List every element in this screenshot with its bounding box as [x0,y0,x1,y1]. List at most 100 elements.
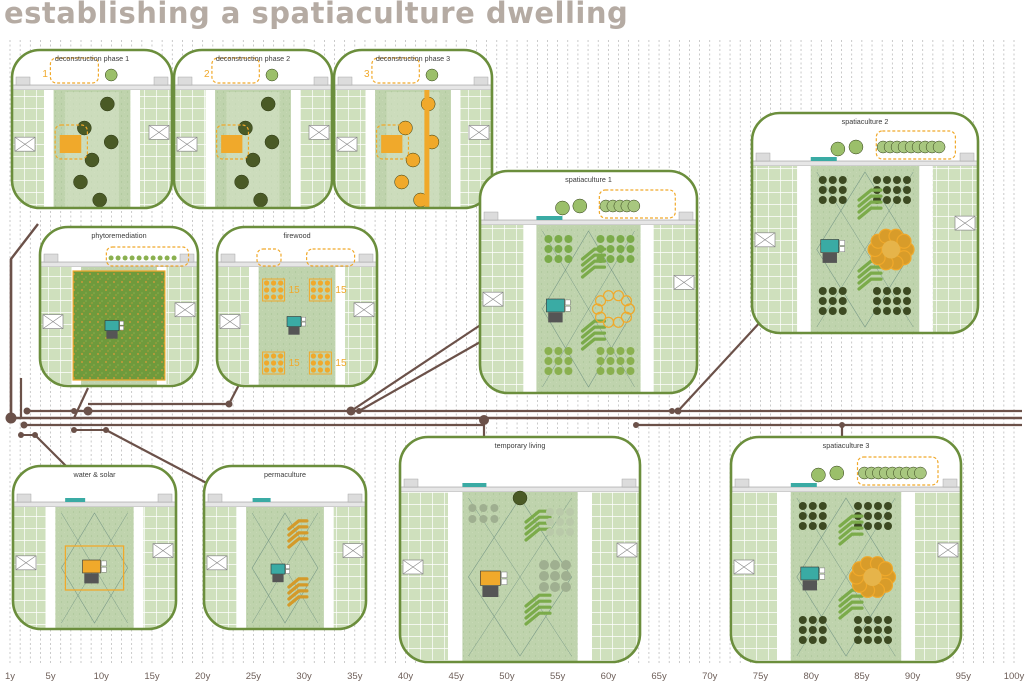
neighbor-house-icon [176,136,198,152]
crop-icon [490,504,499,512]
year-label: 90y [905,671,921,682]
highlight-box [54,124,88,160]
neighbor-house-icon [754,232,776,248]
crop-row-icon [838,594,864,608]
crop-icon [828,297,837,305]
crop-icon [278,360,284,366]
orchard-tree-icon [602,316,615,328]
crop-icon [616,245,625,253]
neighbor-house-icon [353,302,375,318]
phase-label: spatiaculture 2 [842,117,889,126]
firewood-label: 15 [335,285,347,296]
crop-icon [903,186,911,194]
crop-icon [616,347,625,355]
crop-icon [838,297,847,305]
crop-icon [838,287,847,295]
crop-icon [873,176,881,184]
crop-row-icon [857,188,883,202]
firewood-label: 15 [335,358,347,369]
crop-icon [317,367,323,373]
crop-icon [808,502,817,510]
crop-icon [271,280,277,286]
year-label: 20y [195,671,211,682]
crop-icon [490,515,499,523]
crop-icon [317,294,323,300]
street-section [480,219,697,226]
house-remains-icon [221,135,243,153]
crop-icon [838,196,847,204]
crop-icon [864,626,872,634]
phase-panel-sp2: spatiaculture 2 [750,111,980,335]
crop-icon [873,287,881,295]
tree-icon [265,68,279,82]
crop-icon [616,255,625,263]
crop-icon [873,297,881,305]
crop-icon [596,367,605,375]
tree-icon [932,140,946,154]
tree-icon [394,174,409,190]
neighbor-house-icon [937,542,959,558]
panel-frame [202,464,368,631]
crop-icon [808,522,817,530]
crop-icon [626,357,635,365]
crop-icon [884,512,892,520]
crop-icon [278,280,284,286]
crop-icon [626,255,635,263]
tree-icon [829,465,845,481]
crop-row-icon [287,583,309,595]
crop-icon [828,196,837,204]
neighbor-parcel [752,166,798,333]
tree-icon [555,200,570,216]
branch-spatiaculture-1 [350,323,483,412]
crop-icon [893,297,901,305]
path-network [796,497,896,657]
crop-icon [310,287,316,293]
year-label: 80y [804,671,820,682]
crop-icon [818,297,827,305]
year-label: 50y [499,671,515,682]
crop-icon [566,508,574,516]
highlight-box [49,57,100,84]
crop-icon [903,176,911,184]
crop-icon [818,287,827,295]
crop-row-icon [857,206,883,220]
tree-icon [425,68,439,82]
crop-icon [596,347,605,355]
phase-panel-phyto: phytoremediation [38,225,200,388]
crop-row-icon [838,526,864,540]
tree-icon [100,96,115,112]
crop-icon [596,235,605,243]
year-label: 55y [550,671,566,682]
neighbor-house-icon [148,125,170,140]
tree-icon [627,199,641,213]
crop-icon [864,616,872,624]
crop-icon [606,245,615,253]
solar-panel-icon [548,312,563,323]
panel-frame [729,435,963,664]
crop-row-icon [838,514,864,528]
crop-row-icon [857,194,883,208]
dwelling-icon [286,316,302,327]
crop-icon [264,287,270,293]
year-label: 30y [296,671,312,682]
path-network [468,497,572,657]
street-section [40,261,198,268]
crop-icon [554,235,563,243]
crop-icon [564,255,573,263]
crop-icon [616,235,625,243]
crop-icon [271,294,277,300]
solar-panel-icon [482,586,499,597]
crop-icon [556,508,564,516]
crop-icon [893,186,901,194]
neighbor-house-icon [342,543,364,558]
crop-row-icon [580,325,607,339]
crop-icon [564,235,573,243]
crop-row-icon [287,525,309,537]
crop-icon [278,287,284,293]
crop-row-icon [857,271,883,285]
crop-icon [564,357,573,365]
neighbor-house-icon [336,136,358,152]
crop-icon [554,255,563,263]
year-label: 10y [94,671,110,682]
